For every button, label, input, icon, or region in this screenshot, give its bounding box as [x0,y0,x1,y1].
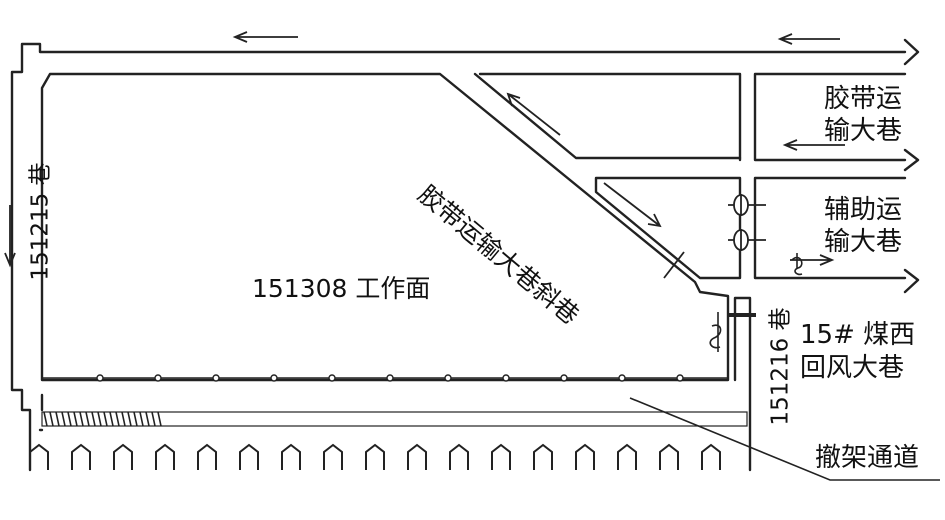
right-edge-breaks [903,38,920,294]
aux-block [594,176,742,280]
roadway-151216-outline [733,296,752,472]
support-band [41,411,748,427]
arch-support [491,443,511,470]
label-west-return-line2: 回风大巷 [800,353,905,383]
arch-support [197,443,217,470]
belt-main-block [478,72,907,162]
arrow-incline-down [603,182,662,228]
label-retreat-channel: 撤架通道 [815,443,920,473]
ventilation-door-lower [728,229,766,251]
incline-wall-upper [473,72,742,160]
arrow-top-right [777,33,840,45]
arrow-left-down [4,205,16,268]
arch-support [323,443,343,470]
label-roadway-151215: 151215 巷 [27,162,54,281]
arch-support [365,443,385,470]
regulator-incline [663,251,685,279]
airflow-arrows [4,31,845,268]
arrow-incline-up [506,92,561,136]
arch-support [701,443,721,470]
arch-support [575,443,595,470]
arch-support [617,443,637,470]
fan-symbol-left [709,312,722,352]
label-belt-main-line2: 输大巷 [824,116,903,146]
aux-main-outline [753,176,907,280]
label-west-return-line1: 15# 煤西 [800,320,916,350]
arch-support [533,443,553,470]
arch-support [113,443,133,470]
arrow-belt-main [782,139,845,151]
arch-support [449,443,469,470]
label-belt-main-line1: 胶带运 [824,84,903,114]
outer-roadway-outline [10,42,907,472]
arrow-top-left [232,31,298,43]
label-roadway-151216: 151216 巷 [767,307,794,426]
label-aux-main-line2: 输大巷 [824,227,903,257]
arch-supports-row [29,443,721,470]
lower-roadway-outline [38,393,44,432]
working-face-panel-outline [40,72,730,382]
arch-support [29,443,49,470]
arch-support [659,443,679,470]
arch-support [281,443,301,470]
retreat-channel-leader [629,397,940,481]
arch-support [239,443,259,470]
fan-symbol-right [791,253,803,276]
label-working-face: 151308 工作面 [252,274,431,303]
arch-support [155,443,175,470]
label-aux-main-line1: 辅助运 [824,195,903,225]
ventilation-door-upper [728,194,766,216]
arch-support [407,443,427,470]
arch-support [71,443,91,470]
face-prop-line [42,374,728,382]
